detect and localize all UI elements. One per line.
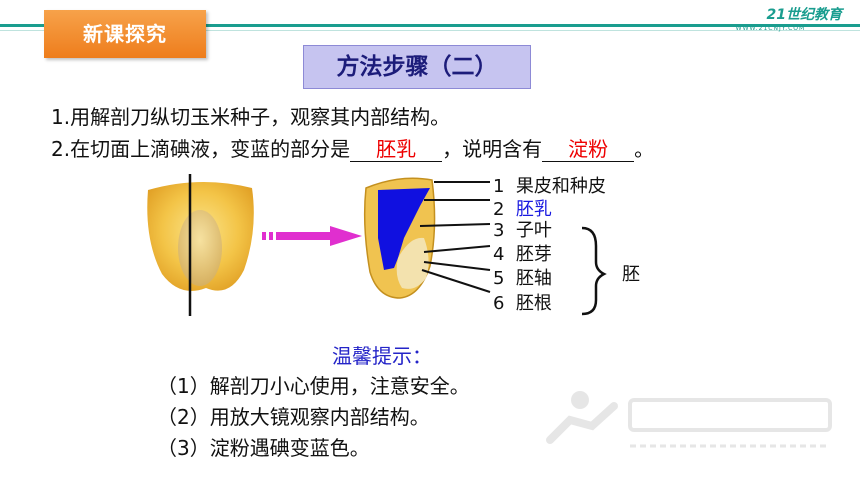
label-6: 6 胚根 xyxy=(493,293,552,314)
label-3: 3 子叶 xyxy=(493,220,552,241)
step-2-suffix: 。 xyxy=(634,137,655,161)
header-bar xyxy=(0,0,860,38)
answer-blank-starch: 淀粉 xyxy=(542,137,635,162)
watermark-logo-icon xyxy=(546,391,832,448)
arrow-icon xyxy=(262,226,362,246)
step-2: 2.在切面上滴碘液，变蓝的部分是胚乳，说明含有淀粉。 xyxy=(51,133,654,162)
logo: 21世纪教育 WWW.21CNJY.COM xyxy=(736,4,842,32)
corn-seed-image xyxy=(147,174,254,316)
method-box: 方法步骤（二） xyxy=(303,45,531,89)
step-1: 1.用解剖刀纵切玉米种子，观察其内部结构。 xyxy=(51,105,451,129)
logo-sub: WWW.21CNJY.COM xyxy=(735,25,806,32)
step-2-middle: ，说明含有 xyxy=(442,137,543,161)
tip-1: （1）解剖刀小心使用，注意安全。 xyxy=(157,374,470,398)
label-4: 4 胚芽 xyxy=(493,244,552,265)
step-2-prefix: 2.在切面上滴碘液，变蓝的部分是 xyxy=(51,137,351,161)
tip-3: （3）淀粉遇碘变蓝色。 xyxy=(157,436,370,460)
runner-logo-icon xyxy=(738,6,760,23)
section-tag: 新课探究 xyxy=(44,10,206,58)
answer-blank-endosperm: 胚乳 xyxy=(350,137,443,162)
tip-2: （2）用放大镜观察内部结构。 xyxy=(157,405,430,429)
seed-cross-section xyxy=(363,177,607,316)
section-tag-label: 新课探究 xyxy=(83,22,167,46)
label-1: 1 果皮和种皮 xyxy=(493,176,606,197)
label-2: 2 胚乳 xyxy=(493,199,552,220)
method-title: 方法步骤（二） xyxy=(336,53,498,80)
embryo-label: 胚 xyxy=(622,264,640,285)
header-line xyxy=(0,24,860,27)
tips-title: 温馨提示： xyxy=(332,344,432,368)
logo-text: 21世纪教育 xyxy=(766,7,842,23)
header-line-thin xyxy=(0,30,860,31)
label-5: 5 胚轴 xyxy=(493,268,552,289)
